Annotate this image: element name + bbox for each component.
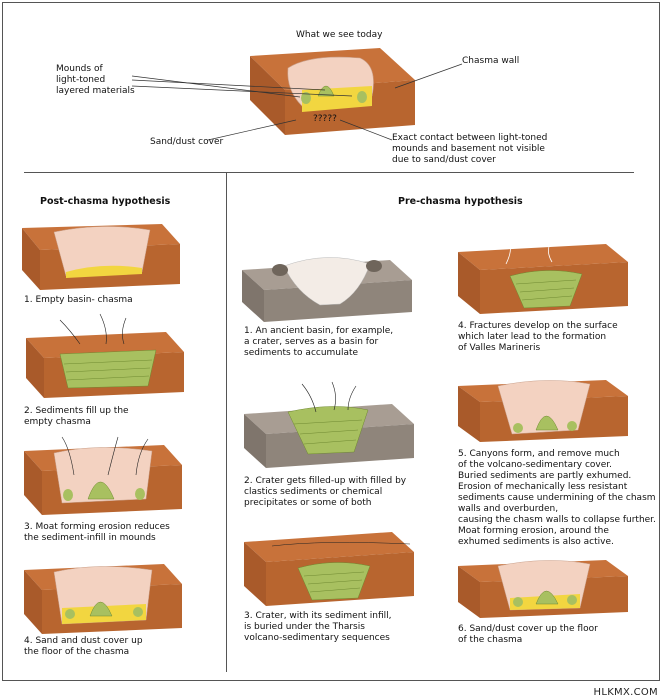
pre-block-6 xyxy=(458,560,628,618)
block-today xyxy=(250,48,415,135)
pre-step-3: 3. Crater, with its sediment infill, is … xyxy=(244,611,392,643)
label-question: ????? xyxy=(313,114,337,124)
post-step-2: 2. Sediments fill up the empty chasma xyxy=(24,406,129,427)
post-step-1: 1. Empty basin- chasma xyxy=(24,295,133,305)
pre-block-5 xyxy=(458,380,628,442)
post-step-3: 3. Moat forming erosion reduces the sedi… xyxy=(24,522,170,543)
pre-block-2 xyxy=(244,381,414,468)
label-chasma-wall: Chasma wall xyxy=(462,56,520,66)
post-block-2 xyxy=(26,313,184,398)
figure-frame xyxy=(2,2,660,681)
post-step-4: 4. Sand and dust cover up the floor of t… xyxy=(24,636,143,657)
label-contact: Exact contact between light-toned mounds… xyxy=(392,133,548,165)
section-divider-horizontal xyxy=(24,172,634,173)
pre-block-4 xyxy=(458,243,628,314)
pre-step-1: 1. An ancient basin, for example, a crat… xyxy=(244,326,394,358)
post-heading: Post-chasma hypothesis xyxy=(40,196,171,207)
pre-step-4: 4. Fractures develop on the surface whic… xyxy=(458,321,618,353)
post-block-4 xyxy=(24,564,182,634)
label-sand-dust: Sand/dust cover xyxy=(150,137,224,147)
pre-step-6: 6. Sand/dust cover up the floor of the c… xyxy=(458,624,598,645)
label-mounds: Mounds of light-toned layered materials xyxy=(56,64,135,96)
pre-step-5: 5. Canyons form, and remove much of the … xyxy=(458,449,656,547)
watermark: HLKMX.COM xyxy=(593,687,658,698)
section-divider-vertical xyxy=(226,172,227,672)
pre-heading: Pre-chasma hypothesis xyxy=(398,196,523,207)
top-leader-lines xyxy=(131,63,463,141)
top-title: What we see today xyxy=(296,30,383,40)
pre-block-1 xyxy=(242,257,412,322)
pre-step-2: 2. Crater gets filled-up with filled by … xyxy=(244,476,407,508)
post-block-3 xyxy=(24,436,182,515)
post-block-1 xyxy=(22,224,180,290)
pre-block-3 xyxy=(244,532,414,606)
